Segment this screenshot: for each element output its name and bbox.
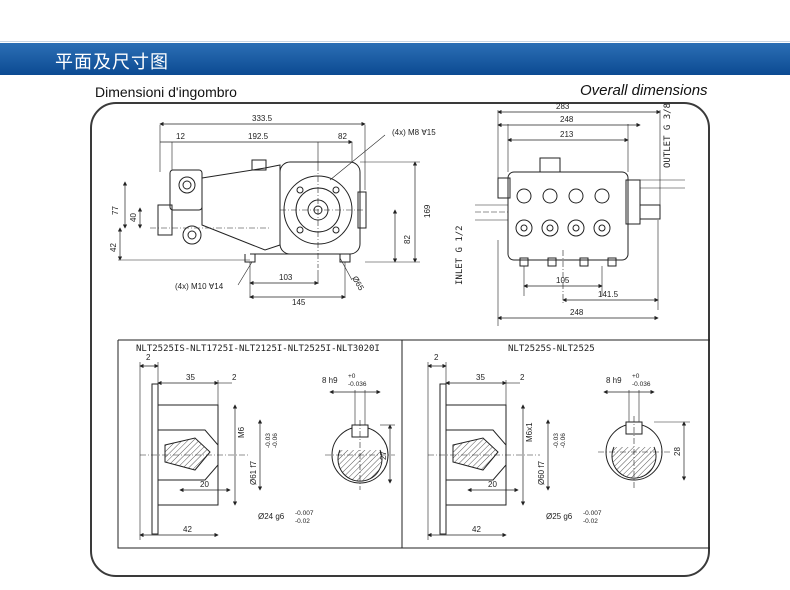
section-header: 平面及尺寸图 <box>0 43 790 75</box>
detail-left-labels: NLT2525IS-NLT1725I-NLT2125I-NLT2525I-NLT… <box>136 344 388 534</box>
dim-169: 169 <box>423 204 432 218</box>
dim-right-tol25b: -0.02 <box>583 518 598 525</box>
detail-left-flange <box>151 383 159 535</box>
top-divider <box>0 41 790 42</box>
front-inlet-port <box>182 225 202 245</box>
dim-right-35: 35 <box>476 373 485 382</box>
dim-right-tolh9b: -0.036 <box>632 381 651 388</box>
detail-right <box>427 362 690 540</box>
dim-right-tolh9a: +0 <box>632 373 640 380</box>
dim-left-tol61a: -0.03 <box>265 433 272 448</box>
dim-left-tolh9b: -0.036 <box>348 381 367 388</box>
dim-left-m6: M6 <box>237 426 246 438</box>
dim-145: 145 <box>292 298 306 307</box>
dim-left-27: 27 <box>379 451 388 460</box>
dim-right-d60: Ø60 f7 <box>537 460 546 485</box>
dim-left-2b: 2 <box>232 373 237 382</box>
front-pump-casing <box>201 164 281 251</box>
dim-248-bottom: 248 <box>570 308 584 317</box>
dim-12: 12 <box>176 132 185 141</box>
dim-right-m6: M6x1 <box>525 422 534 442</box>
dim-left-2a: 2 <box>146 353 151 362</box>
dim-283: 283 <box>556 102 570 111</box>
side-plug <box>539 157 561 173</box>
dim-right-tol60b: -0.06 <box>560 433 567 448</box>
dim-213: 213 <box>560 130 574 139</box>
dim-left-tolh9a: +0 <box>348 373 356 380</box>
section-title: 平面及尺寸图 <box>55 52 169 73</box>
detail-right-flange <box>439 383 447 535</box>
label-outlet: OUTLET G 3/8 <box>663 103 673 168</box>
side-body <box>507 171 629 261</box>
dim-82-side: 82 <box>403 235 412 244</box>
dim-left-d61: Ø61 f7 <box>249 460 258 485</box>
detail-right-title: NLT2525S-NLT2525 <box>508 344 595 354</box>
detail-left-title: NLT2525IS-NLT1725I-NLT2125I-NLT2525I-NLT… <box>136 344 380 354</box>
dim-right-28: 28 <box>673 447 682 456</box>
callout-m10: (4x) M10 ∀14 <box>175 282 224 291</box>
dim-40: 40 <box>129 213 138 222</box>
dim-right-tol25a: -0.007 <box>583 510 602 517</box>
dim-left-tol24a: -0.007 <box>295 510 314 517</box>
dim-right-20: 20 <box>488 480 497 489</box>
dim-82-top: 82 <box>338 132 347 141</box>
front-outlet-port <box>178 176 196 194</box>
dim-333-5: 333.5 <box>252 114 273 123</box>
dim-192-5: 192.5 <box>248 132 269 141</box>
detail-left <box>139 362 395 540</box>
dim-right-h9: 8 h9 <box>606 376 622 385</box>
side-shaft <box>639 204 661 220</box>
dim-left-35: 35 <box>186 373 195 382</box>
dim-right-tol60a: -0.03 <box>553 433 560 448</box>
side-view <box>475 109 685 326</box>
dim-77: 77 <box>111 206 120 215</box>
subtitle-italian: Dimensioni d'ingombro <box>95 84 237 100</box>
dim-right-2b: 2 <box>520 373 525 382</box>
front-manifold <box>169 169 203 211</box>
dim-left-20: 20 <box>200 480 209 489</box>
dim-right-42: 42 <box>472 525 481 534</box>
dim-103: 103 <box>279 273 293 282</box>
dim-left-tol61b: -0.06 <box>272 433 279 448</box>
detail-right-labels: NLT2525S-NLT2525 2 35 2 M6x1 Ø60 f7 -0.0… <box>434 344 682 534</box>
dim-141-5: 141.5 <box>598 290 619 299</box>
dim-42: 42 <box>109 243 118 252</box>
dim-105: 105 <box>556 276 570 285</box>
front-view-dimensions: 333.5 12 192.5 82 (4x) M8 ∀15 77 40 42 1… <box>109 114 436 307</box>
dim-left-d24: Ø24 g6 <box>258 512 285 521</box>
dim-left-42: 42 <box>183 525 192 534</box>
dim-left-tol24b: -0.02 <box>295 518 310 525</box>
dim-left-h9: 8 h9 <box>322 376 338 385</box>
side-view-dimensions: 283 248 213 OUTLET G 3/8 INLET G 1/2 105… <box>455 102 673 317</box>
subtitle-english: Overall dimensions <box>580 82 708 99</box>
dim-65: Ø65 <box>350 275 366 293</box>
dim-right-2a: 2 <box>434 353 439 362</box>
dim-248-top: 248 <box>560 115 574 124</box>
detail-box <box>117 339 710 549</box>
dim-right-d25: Ø25 g6 <box>546 512 573 521</box>
label-inlet: INLET G 1/2 <box>455 225 465 285</box>
front-view <box>117 121 420 300</box>
callout-m8: (4x) M8 ∀15 <box>392 128 436 137</box>
